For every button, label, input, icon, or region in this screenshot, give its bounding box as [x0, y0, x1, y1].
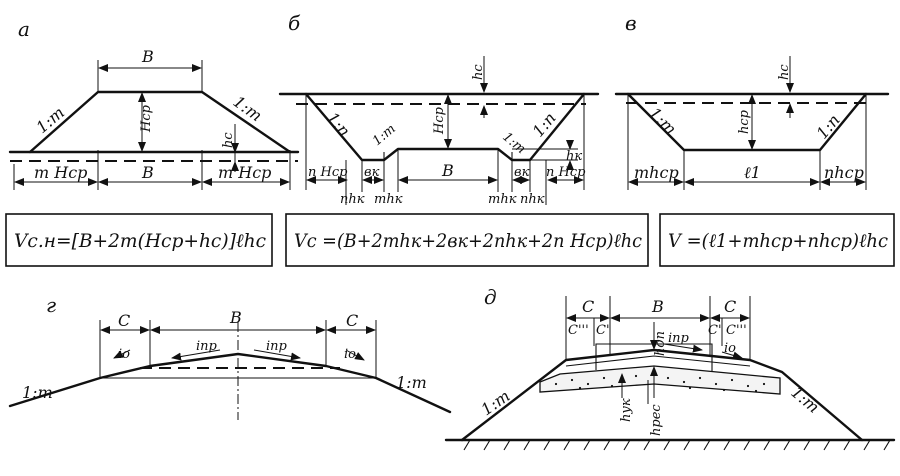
panel-b-nHcp-right: n Hср: [546, 165, 586, 180]
panel-v-mhcp: mhср: [634, 163, 679, 182]
panel-g-slope-left: 1:m: [22, 383, 53, 402]
panel-v-cut-profile: [626, 92, 868, 152]
panel-b-slope-right: 1:n: [529, 109, 560, 141]
formula-a-box: [5, 213, 273, 267]
panel-a-letter: а: [18, 17, 30, 41]
panel-d-c1-left: C': [596, 323, 610, 338]
panel-d-hpec: hрес: [649, 404, 664, 436]
panel-g-road-profile: [8, 352, 452, 414]
panel-a-base-left: m Hср: [34, 163, 87, 182]
panel-v-nhcp: nhср: [824, 163, 864, 182]
panel-g-B: B: [229, 308, 242, 327]
panel-d-embankment: [460, 348, 864, 442]
panel-g-letter: г: [46, 293, 56, 317]
panel-v-letter: в: [625, 11, 637, 35]
panel-v-hc: hс: [777, 64, 792, 80]
panel-a: а B Hср hс 1:m 1:m m Hср B m Hср: [8, 17, 300, 190]
panel-g-io-right: iо: [344, 347, 356, 362]
panel-b-mhk-right: mhк: [488, 192, 517, 207]
panel-d-c1-right: C': [708, 323, 722, 338]
panel-a-hc: hс: [221, 132, 236, 148]
panel-b-cut-profile: [304, 92, 586, 162]
panel-b-letter: б: [288, 11, 301, 35]
panel-g-io-left: iо: [118, 347, 130, 362]
panel-a-base-right: m Hср: [218, 163, 271, 182]
panel-b-hk: hк: [566, 149, 582, 164]
panel-g-c-left: C: [118, 311, 130, 330]
panel-b-hc: hс: [471, 64, 486, 80]
panel-d-io: iо: [724, 341, 736, 356]
panel-b-B: B: [441, 161, 454, 180]
panel-a-Hcp: Hср: [139, 104, 154, 133]
panel-v-hcp: hср: [737, 109, 752, 134]
panel-d-ground-hatching: [463, 439, 891, 451]
panel-g: г B C C iо iпр iпр iо 1:m 1:m: [8, 293, 452, 420]
formula-row: Vс.н=[B+2m(Hср+hс)]ℓhс Vс =(B+2mhк+2вк+2…: [5, 213, 895, 267]
panel-d-letter: д: [484, 285, 497, 309]
panel-b-bk-right: вк: [514, 165, 530, 180]
panel-d-c3-right: C''': [726, 323, 747, 338]
panel-d-hdp: hдп: [653, 331, 668, 356]
panel-d-c-left: C: [582, 297, 594, 316]
panel-d-B: B: [651, 297, 664, 316]
panel-d-huk: hук: [619, 398, 634, 422]
panel-v-slope-left: 1:m: [645, 103, 680, 138]
formula-v: V =(ℓ1+mhср+nhср)ℓhс: [668, 230, 888, 252]
panel-b: б hс Hср 1:n 1:m 1:m 1:n hк: [278, 11, 600, 207]
panel-d: д: [444, 285, 896, 451]
formula-a: Vс.н=[B+2m(Hср+hс)]ℓhс: [14, 230, 266, 252]
panel-g-inp-right: iпр: [266, 339, 288, 354]
panel-a-B-top: B: [141, 47, 154, 66]
panel-d-pavement-line: [565, 355, 751, 367]
panel-b-nhk-left: nhк: [340, 192, 365, 207]
panel-b-nHcp-left: n Hср: [308, 165, 348, 180]
panel-d-c3-left: C''': [568, 323, 589, 338]
panel-g-c-right: C: [346, 311, 358, 330]
panel-v: в hс hср 1:m 1:n mhср ℓ1 nhср: [614, 11, 890, 190]
panel-d-c-right: C: [724, 297, 736, 316]
panel-b-Hcp: Hср: [432, 106, 447, 135]
panel-g-slope-right: 1:m: [396, 373, 427, 392]
panel-g-inp-left: iпр: [196, 339, 218, 354]
panel-d-slope-right: 1:m: [787, 383, 823, 417]
panel-b-slope-left: 1:n: [323, 108, 354, 140]
panel-a-embankment: [28, 90, 292, 154]
panel-a-B-bottom: B: [141, 163, 154, 182]
panel-d-sand-layer: [539, 365, 781, 395]
panel-v-slope-right: 1:n: [813, 111, 844, 143]
formula-v-box: [659, 213, 895, 267]
panel-b-mhk-left: mhк: [374, 192, 403, 207]
panel-b-bk-left: вк: [364, 165, 380, 180]
panel-a-slope-left: 1:m: [32, 103, 68, 137]
panel-v-l1: ℓ1: [744, 163, 761, 182]
panel-b-nhk-right: nhк: [520, 192, 545, 207]
panel-a-slope-right: 1:m: [230, 92, 266, 125]
panel-b-inner-left: 1:m: [370, 122, 399, 150]
formula-b: Vс =(B+2mhк+2вк+2nhк+2n Hср)ℓhс: [294, 230, 642, 252]
formula-b-box: [285, 213, 649, 267]
panel-d-inp: iпр: [668, 331, 690, 346]
